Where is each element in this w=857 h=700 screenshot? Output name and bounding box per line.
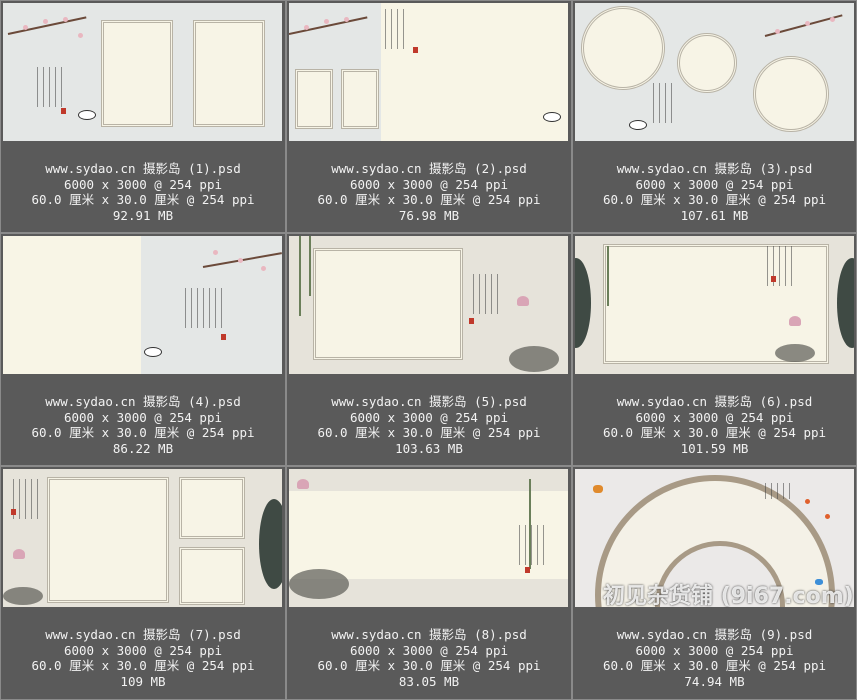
file-size: 103.63 MB [395,440,463,456]
file-caption: www.sydao.cn 摄影岛 (5).psd 6000 x 3000 @ 2… [287,394,571,456]
watermark: 初见杂货铺 (9i67.com) [603,584,854,609]
pixel-dimensions: 6000 x 3000 @ 254 ppi [63,176,223,192]
file-tile[interactable]: www.sydao.cn 摄影岛 (1).psd 6000 x 3000 @ 2… [0,0,286,233]
file-caption: www.sydao.cn 摄影岛 (9).psd 6000 x 3000 @ 2… [573,627,856,689]
file-name: www.sydao.cn 摄影岛 (6).psd [616,394,813,409]
file-size: 101.59 MB [680,440,749,456]
file-tile[interactable]: www.sydao.cn 摄影岛 (2).psd 6000 x 3000 @ 2… [286,0,572,233]
physical-dimensions: 60.0 厘米 x 30.0 厘米 @ 254 ppi [602,192,827,207]
thumbnail-image [3,236,282,374]
physical-dimensions: 60.0 厘米 x 30.0 厘米 @ 254 ppi [317,425,541,440]
thumbnail-image [3,3,282,141]
thumbnail-image [3,469,282,607]
file-caption: www.sydao.cn 摄影岛 (2).psd 6000 x 3000 @ 2… [287,161,571,223]
file-caption: www.sydao.cn 摄影岛 (3).psd 6000 x 3000 @ 2… [573,161,856,223]
physical-dimensions: 60.0 厘米 x 30.0 厘米 @ 254 ppi [31,425,255,440]
file-name: www.sydao.cn 摄影岛 (1).psd [45,161,241,176]
file-tile[interactable]: www.sydao.cn 摄影岛 (8).psd 6000 x 3000 @ 2… [286,466,572,700]
pixel-dimensions: 6000 x 3000 @ 254 ppi [349,409,509,425]
file-name: www.sydao.cn 摄影岛 (4).psd [45,394,241,409]
pixel-dimensions: 6000 x 3000 @ 254 ppi [635,176,794,192]
file-size: 83.05 MB [398,673,460,689]
file-name: www.sydao.cn 摄影岛 (7).psd [45,627,241,642]
file-name: www.sydao.cn 摄影岛 (9).psd [616,627,813,642]
file-tile[interactable]: www.sydao.cn 摄影岛 (7).psd 6000 x 3000 @ 2… [0,466,286,700]
file-caption: www.sydao.cn 摄影岛 (6).psd 6000 x 3000 @ 2… [573,394,856,456]
thumbnail-image [289,236,568,374]
thumbnail-image [575,3,854,141]
file-size: 76.98 MB [398,207,460,223]
file-caption: www.sydao.cn 摄影岛 (4).psd 6000 x 3000 @ 2… [1,394,285,456]
file-size: 107.61 MB [680,207,749,223]
pixel-dimensions: 6000 x 3000 @ 254 ppi [635,409,794,425]
file-caption: www.sydao.cn 摄影岛 (8).psd 6000 x 3000 @ 2… [287,627,571,689]
physical-dimensions: 60.0 厘米 x 30.0 厘米 @ 254 ppi [602,658,827,673]
file-name: www.sydao.cn 摄影岛 (5).psd [331,394,527,409]
file-tile[interactable]: www.sydao.cn 摄影岛 (3).psd 6000 x 3000 @ 2… [572,0,857,233]
thumbnail-image [575,236,854,374]
file-caption: www.sydao.cn 摄影岛 (7).psd 6000 x 3000 @ 2… [1,627,285,689]
pixel-dimensions: 6000 x 3000 @ 254 ppi [349,642,509,658]
file-tile[interactable]: www.sydao.cn 摄影岛 (5).psd 6000 x 3000 @ 2… [286,233,572,466]
pixel-dimensions: 6000 x 3000 @ 254 ppi [635,642,794,658]
file-tile[interactable]: www.sydao.cn 摄影岛 (9).psd 6000 x 3000 @ 2… [572,466,857,700]
file-caption: www.sydao.cn 摄影岛 (1).psd 6000 x 3000 @ 2… [1,161,285,223]
file-size: 86.22 MB [112,440,174,456]
physical-dimensions: 60.0 厘米 x 30.0 厘米 @ 254 ppi [31,192,255,207]
pixel-dimensions: 6000 x 3000 @ 254 ppi [349,176,509,192]
pixel-dimensions: 6000 x 3000 @ 254 ppi [63,409,223,425]
file-size: 92.91 MB [112,207,174,223]
file-tile[interactable]: www.sydao.cn 摄影岛 (4).psd 6000 x 3000 @ 2… [0,233,286,466]
thumbnail-image [289,469,568,607]
file-name: www.sydao.cn 摄影岛 (2).psd [331,161,527,176]
file-name: www.sydao.cn 摄影岛 (8).psd [331,627,527,642]
physical-dimensions: 60.0 厘米 x 30.0 厘米 @ 254 ppi [31,658,255,673]
file-size: 74.94 MB [684,673,745,689]
physical-dimensions: 60.0 厘米 x 30.0 厘米 @ 254 ppi [602,425,827,440]
thumbnail-image [575,469,854,607]
physical-dimensions: 60.0 厘米 x 30.0 厘米 @ 254 ppi [317,192,541,207]
file-name: www.sydao.cn 摄影岛 (3).psd [616,161,813,176]
file-size: 109 MB [120,673,166,689]
physical-dimensions: 60.0 厘米 x 30.0 厘米 @ 254 ppi [317,658,541,673]
pixel-dimensions: 6000 x 3000 @ 254 ppi [63,642,223,658]
thumbnail-image [289,3,568,141]
file-tile[interactable]: www.sydao.cn 摄影岛 (6).psd 6000 x 3000 @ 2… [572,233,857,466]
